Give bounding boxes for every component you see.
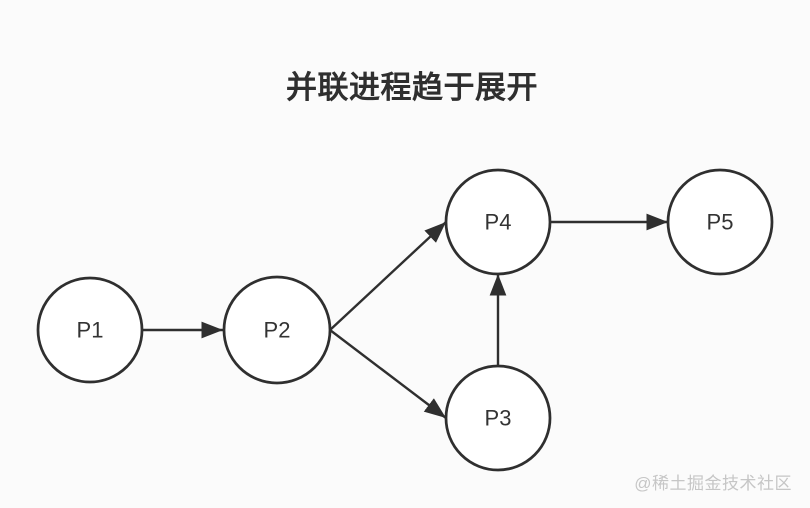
node-P4: P4 [444,168,552,276]
node-label-P4: P4 [485,210,512,235]
node-P2: P2 [222,275,332,385]
node-P1: P1 [36,276,144,384]
node-label-P3: P3 [485,406,512,431]
node-circle-P3 [444,364,552,472]
node-circle-P4 [444,168,552,276]
node-label-P2: P2 [264,318,291,343]
edges-layer [142,213,668,419]
watermark: @稀土掘金技术社区 [634,474,792,493]
node-label-P1: P1 [77,318,104,343]
node-circle-P5 [666,168,774,276]
node-label-P5: P5 [707,210,734,235]
node-P5: P5 [666,168,774,276]
node-circle-P1 [36,276,144,384]
edge-P2-P4 [329,221,447,331]
node-circle-P2 [222,275,332,385]
node-P3: P3 [444,364,552,472]
edge-P2-P3 [329,329,447,419]
diagram-title: 并联进程趋于展开 [286,70,538,105]
